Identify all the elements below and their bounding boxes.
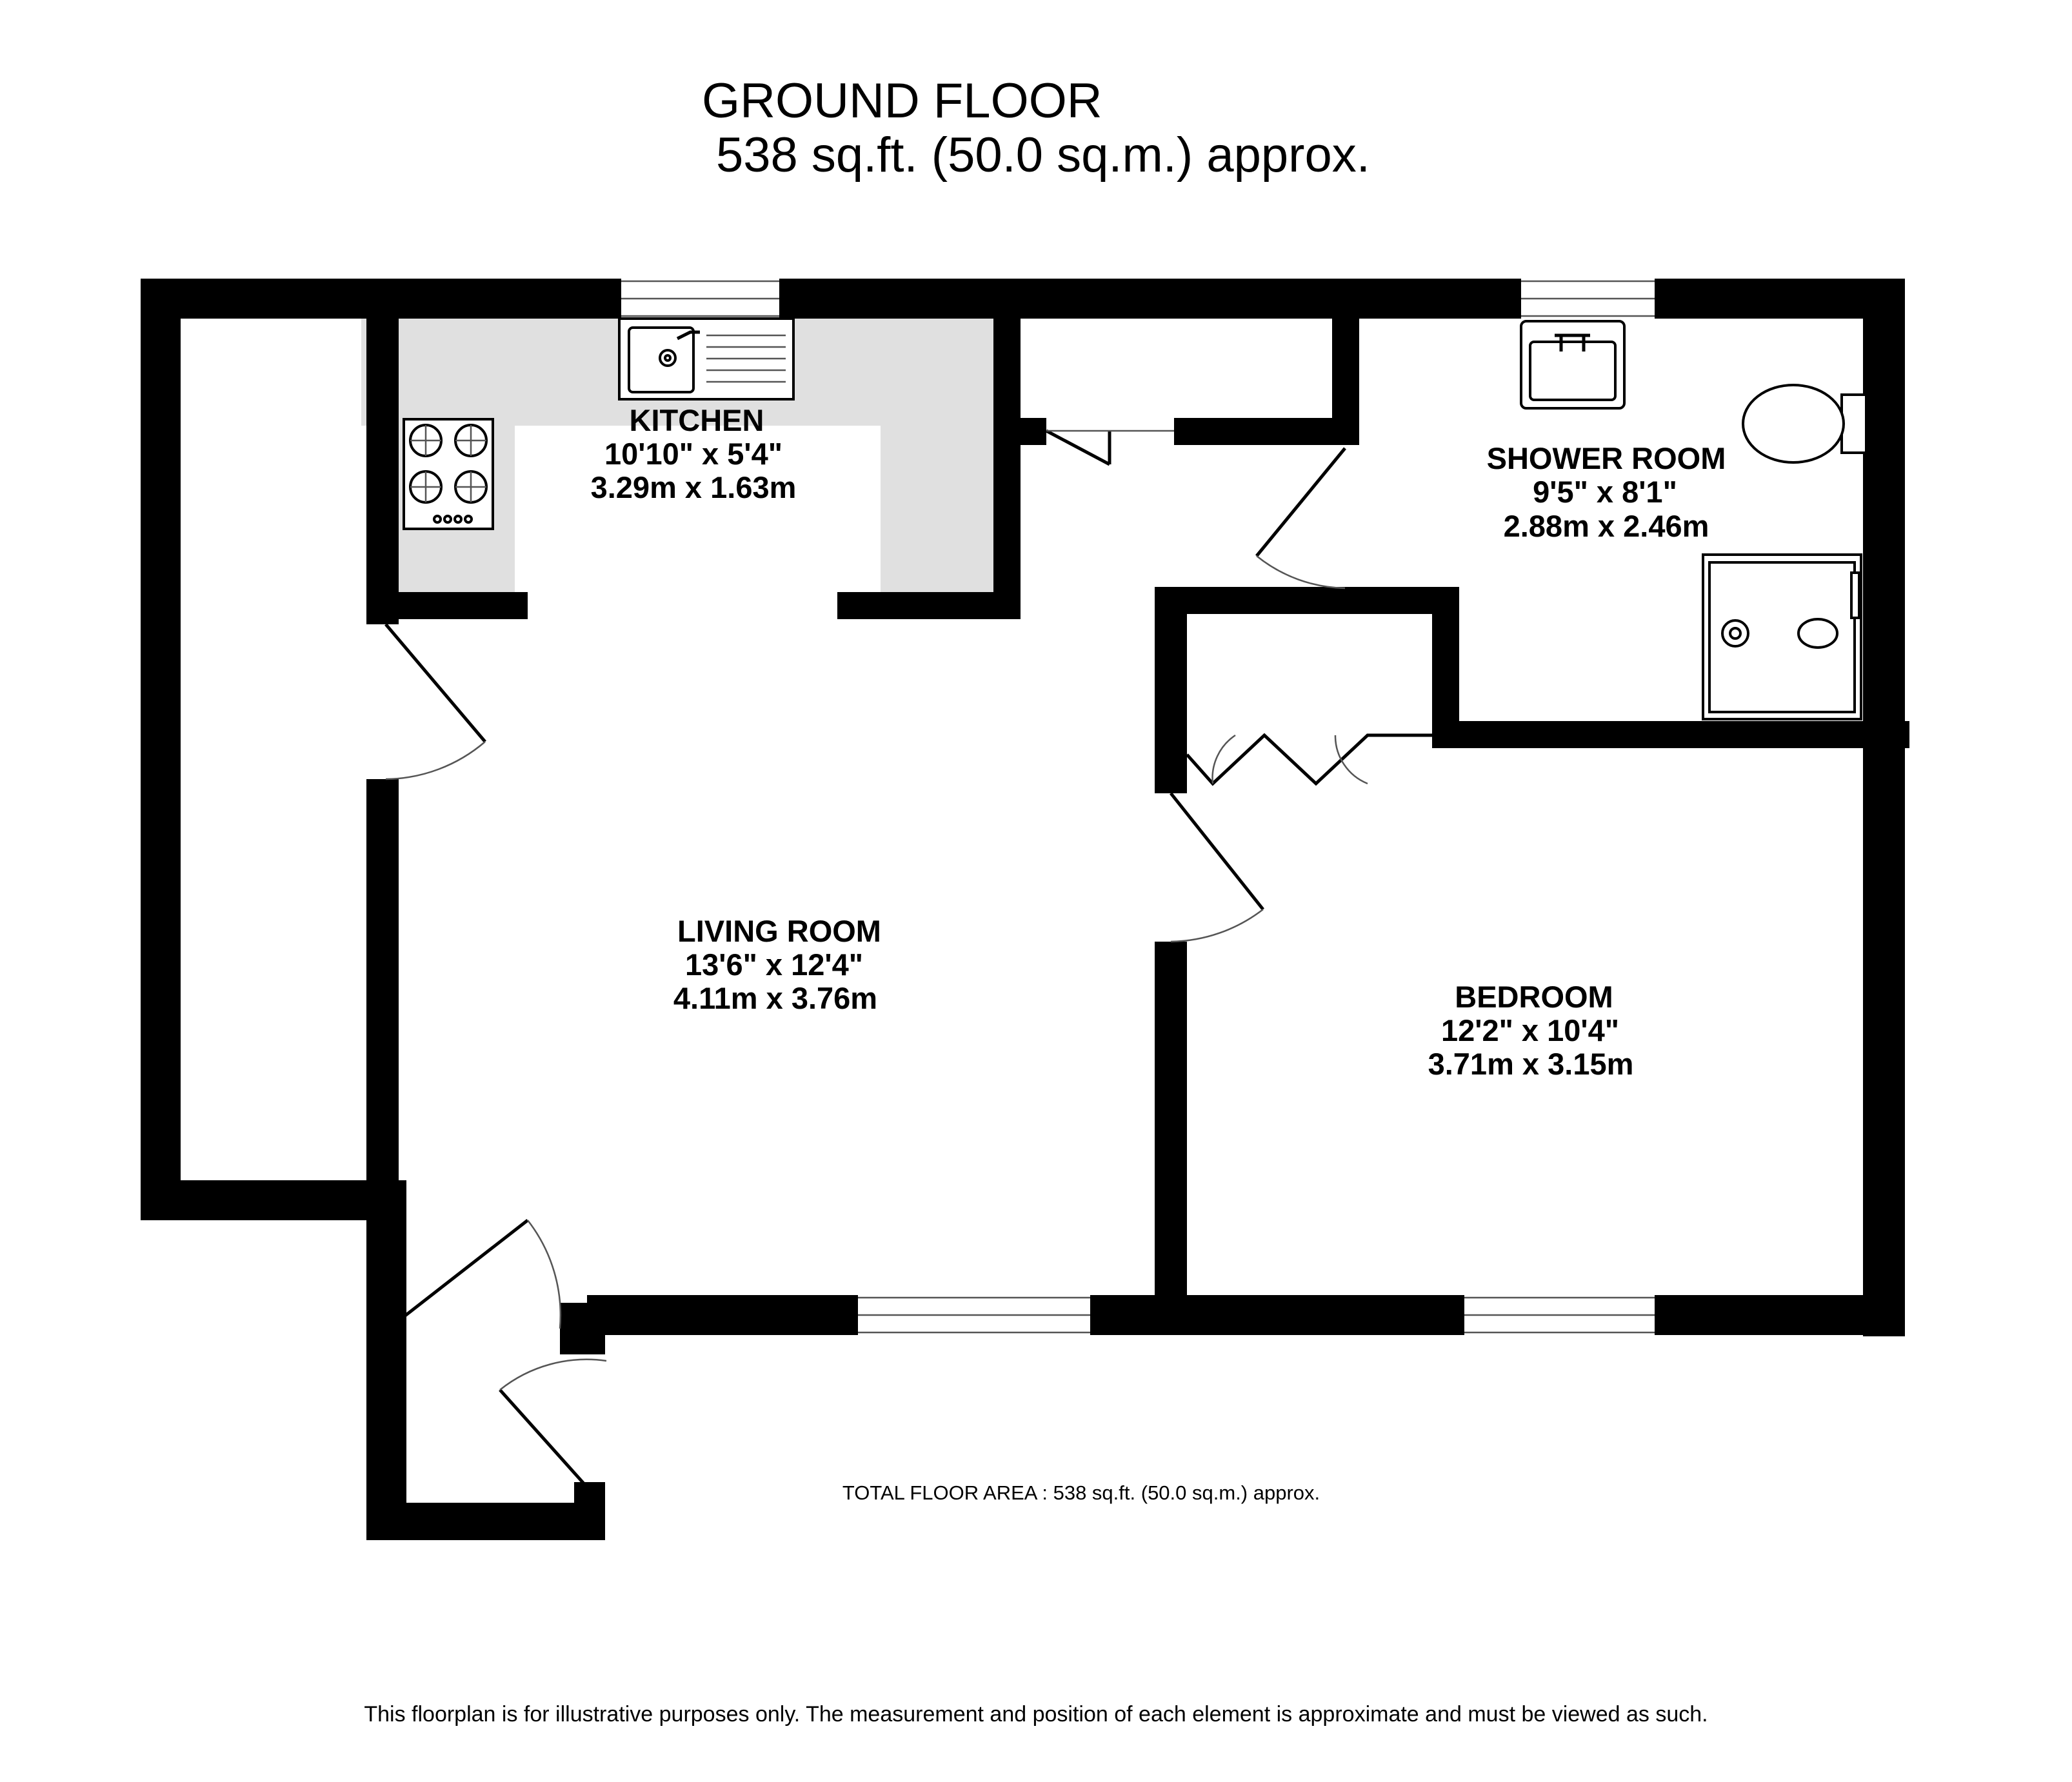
bedroom-imperial: 12'2" x 10'4" <box>1441 1013 1619 1047</box>
sink-icon <box>618 317 795 401</box>
bedroom-metric: 3.71m x 3.15m <box>1428 1047 1634 1081</box>
room-label-shower-room: SHOWER ROOM 9'5" x 8'1" 2.88m x 2.46m <box>1487 441 1726 543</box>
door-entrance <box>404 1219 607 1490</box>
door-kitchen <box>384 623 486 780</box>
floor-area: 538 sq.ft. (50.0 sq.m.) approx. <box>716 128 1370 183</box>
window-kitchen <box>621 280 779 317</box>
living-room-imperial: 13'6" x 12'4" <box>685 947 863 982</box>
shower-room-name: SHOWER ROOM <box>1487 441 1726 475</box>
door-bedroom <box>1170 792 1264 943</box>
toilet-icon <box>1742 384 1868 464</box>
door-wardrobe <box>1186 733 1432 786</box>
hob-icon <box>403 418 494 530</box>
total-floor-area: TOTAL FLOOR AREA : 538 sq.ft. (50.0 sq.m… <box>842 1481 1320 1504</box>
disclaimer: This floorplan is for illustrative purpo… <box>364 1702 1708 1727</box>
kitchen-name: KITCHEN <box>630 403 764 437</box>
room-label-kitchen: KITCHEN 10'10" x 5'4" 3.29m x 1.63m <box>591 403 797 504</box>
window-bedroom <box>1464 1296 1655 1334</box>
basin-icon <box>1520 320 1626 410</box>
door-shower-room <box>1255 447 1346 589</box>
room-label-living-room: LIVING ROOM 13'6" x 12'4" 4.11m x 3.76m <box>673 914 881 1015</box>
door-hall-cupboard <box>1045 429 1174 466</box>
living-room-metric: 4.11m x 3.76m <box>673 981 877 1015</box>
room-label-bedroom: BEDROOM 12'2" x 10'4" 3.71m x 3.15m <box>1428 980 1634 1081</box>
shower-tray-icon <box>1702 553 1862 720</box>
kitchen-imperial: 10'10" x 5'4" <box>604 437 782 471</box>
living-room-name: LIVING ROOM <box>677 914 881 948</box>
kitchen-metric: 3.29m x 1.63m <box>591 470 797 504</box>
walls <box>141 279 1909 1540</box>
window-living <box>858 1296 1090 1334</box>
shower-room-metric: 2.88m x 2.46m <box>1504 509 1709 543</box>
window-shower <box>1521 280 1655 317</box>
shower-room-imperial: 9'5" x 8'1" <box>1533 475 1677 509</box>
bedroom-name: BEDROOM <box>1455 980 1613 1014</box>
floor-title: GROUND FLOOR <box>702 74 1102 128</box>
